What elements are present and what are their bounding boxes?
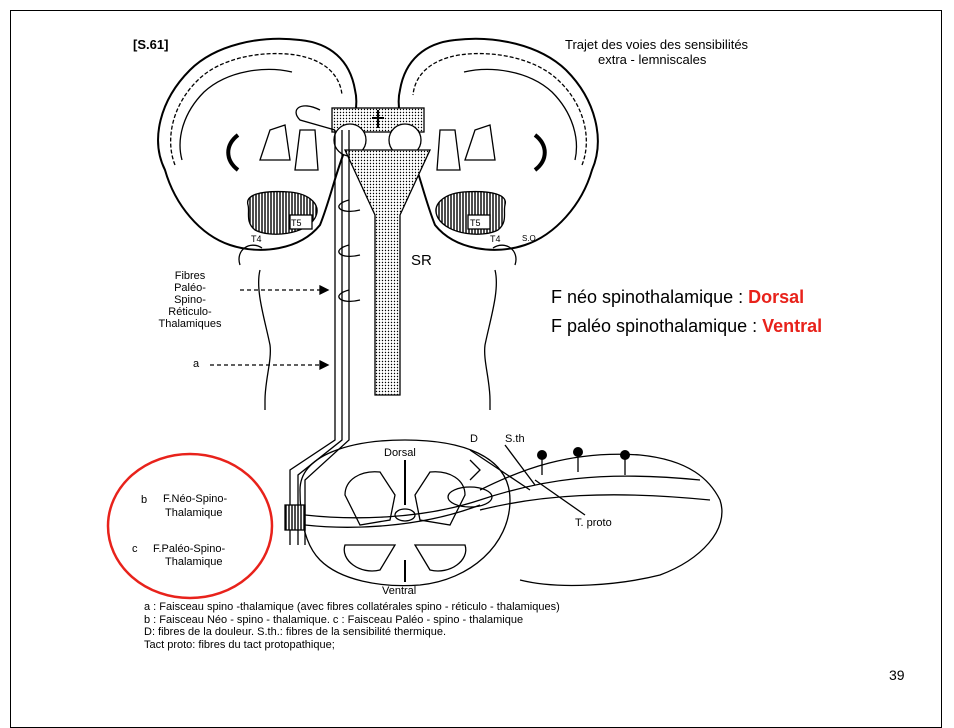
label-b-letter: b [141, 494, 147, 506]
label-dorsal: Dorsal [384, 447, 416, 459]
label-c-letter: c [132, 543, 138, 555]
label-sr: SR [411, 252, 432, 269]
label-fibres: Fibres Paléo- Spino- Réticulo- Thalamiqu… [145, 270, 235, 330]
legend-line: b : Faisceau Néo - spino - thalamique. c… [144, 614, 560, 627]
label-b-name-2: Thalamique [165, 507, 222, 519]
legend: a : Faisceau spino -thalamique (avec fib… [144, 601, 560, 651]
label-sth: S.th [505, 433, 525, 445]
slide-code: [S.61] [133, 37, 168, 52]
label-ventral: Ventral [382, 585, 416, 597]
statement-neo: F néo spinothalamique : Dorsal [551, 286, 804, 308]
legend-line: a : Faisceau spino -thalamique (avec fib… [144, 601, 560, 614]
highlight-circle [108, 454, 272, 598]
title-line-1: Trajet des voies des sensibilités [565, 37, 748, 52]
label-t5-right: T5 [470, 217, 481, 229]
page-number: 39 [889, 667, 905, 683]
label-t5-left: T5 [291, 217, 302, 229]
legend-line: Tact proto: fibres du tact protopathique… [144, 639, 560, 652]
label-d: D [470, 433, 478, 445]
title-line-2: extra - lemniscales [598, 52, 706, 67]
label-t4-right: T4 [490, 233, 501, 245]
label-tproto: T. proto [575, 517, 612, 529]
label-c-name-1: F.Paléo-Spino- [153, 543, 225, 555]
highlight-ventral: Ventral [762, 316, 822, 336]
label-c-name-2: Thalamique [165, 556, 222, 568]
statement-paleo: F paléo spinothalamique : Ventral [551, 315, 822, 337]
label-b-name-1: F.Néo-Spino- [163, 493, 227, 505]
label-t4-left: T4 [251, 233, 262, 245]
label-so: S.O [522, 233, 536, 245]
legend-line: D: fibres de la douleur. S.th.: fibres d… [144, 626, 560, 639]
highlight-dorsal: Dorsal [748, 287, 804, 307]
label-a: a [193, 358, 199, 370]
reticular-column [345, 150, 430, 395]
